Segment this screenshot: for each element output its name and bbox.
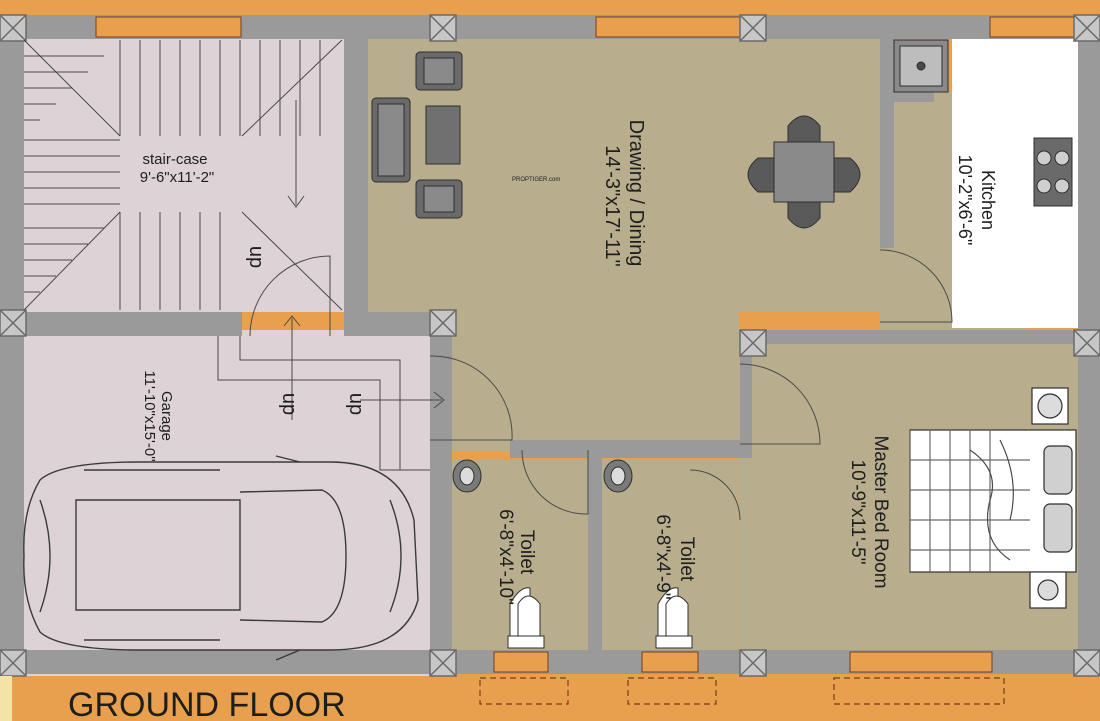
dining-table-icon [747, 115, 861, 229]
staircase-size: 9'-6"x11'-2" [140, 169, 214, 186]
staircase-name: stair-case [142, 151, 207, 168]
plan-title: GROUND FLOOR [68, 686, 346, 721]
sofa-icon [371, 97, 461, 183]
garage-floor-lower [22, 330, 430, 650]
kitchen-size: 10'-2"x6'-6" [955, 155, 975, 246]
column-icon [0, 14, 1100, 677]
bed-icon [909, 387, 1077, 609]
staircase-label-box [120, 136, 242, 212]
watermark: PROPTIGER.com [512, 177, 560, 183]
drawing-size: 14'-3"x17'-11" [601, 145, 623, 267]
kitchen-name: Kitchen [978, 170, 998, 230]
toilet-icon [507, 587, 693, 649]
stove-icon [1033, 137, 1073, 207]
wash-basin-icon [452, 459, 633, 493]
toilet2-name: Toilet [676, 537, 697, 582]
title-accent [0, 676, 12, 721]
drawing-name: Drawing / Dining [625, 120, 647, 267]
sink-icon [893, 39, 949, 93]
car-icon [23, 455, 419, 661]
garage-up-label-left: up [278, 393, 300, 415]
drawing-floor-lower [430, 300, 740, 452]
master-size: 10'-9"x11'-5" [847, 460, 868, 565]
garage-name: Garage [158, 391, 175, 441]
garage-up-label-right: up [345, 393, 367, 415]
toilet1-name: Toilet [516, 530, 537, 575]
armchair-icon [415, 51, 463, 219]
staircase-steps [23, 39, 343, 311]
garage-size: 11'-10"x15'-0" [141, 370, 158, 461]
windows [95, 16, 1077, 673]
toilet2-size: 6'-8"x4'-9" [652, 514, 673, 599]
staircase-up-label: up [245, 246, 267, 268]
master-name: Master Bed Room [870, 435, 891, 588]
toilet1-size: 6'-8"x4'-10" [495, 509, 516, 605]
